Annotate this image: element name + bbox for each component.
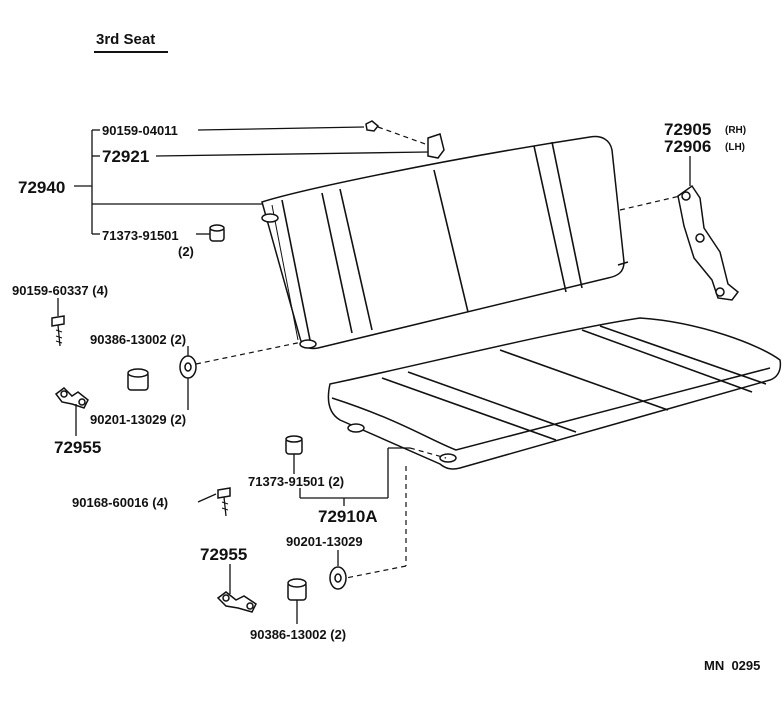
part-label-72906: 72906: [664, 137, 711, 156]
part-label-90386-bottom: 90386-13002 (2): [250, 627, 346, 642]
strap-bracket-icon: [216, 591, 257, 613]
leader-lines: [57, 126, 691, 624]
figure-code: MN 0295: [704, 658, 760, 673]
bushing-icon: [287, 578, 307, 601]
bolt-icon: [51, 315, 65, 347]
seat-cushion-icon: [327, 317, 782, 470]
part-label-90201-bottom: 90201-13029: [286, 534, 363, 549]
washer-icon: [179, 355, 197, 379]
part-label-71373-top: 71373-91501: [102, 228, 179, 243]
part-label-90159-60337: 90159-60337 (4): [12, 283, 108, 298]
part-label-72905-side: (RH): [725, 125, 746, 136]
bolt-icon: [217, 487, 231, 517]
part-label-90168: 90168-60016 (4): [72, 495, 168, 510]
part-label-72940: 72940: [18, 178, 65, 197]
part-label-72921: 72921: [102, 147, 149, 166]
strap-bracket-icon: [427, 133, 445, 159]
bushing-icon: [285, 435, 303, 455]
part-label-72955-top: 72955: [54, 438, 101, 457]
part-label-90386-top: 90386-13002 (2): [90, 332, 186, 347]
part-label-72910A: 72910A: [318, 507, 378, 526]
washer-icon: [329, 566, 347, 590]
bushing-icon: [209, 224, 225, 242]
clip-icon: [365, 120, 380, 132]
part-label-72905: 72905: [664, 120, 711, 139]
hinge-bracket-icon: [677, 184, 740, 301]
part-label-71373-mid: 71373-91501 (2): [248, 474, 344, 489]
part-label-71373-top-qty: (2): [178, 244, 194, 259]
bushing-icon: [127, 368, 149, 391]
part-label-90201-top: 90201-13029 (2): [90, 412, 186, 427]
part-label-72906-side: (LH): [725, 142, 745, 153]
part-label-72955-bottom: 72955: [200, 545, 247, 564]
seat-back-icon: [261, 135, 629, 350]
strap-bracket-icon: [54, 387, 89, 409]
diagram-title: 3rd Seat: [96, 31, 155, 48]
part-label-90159-04011: 90159-04011: [102, 123, 178, 138]
